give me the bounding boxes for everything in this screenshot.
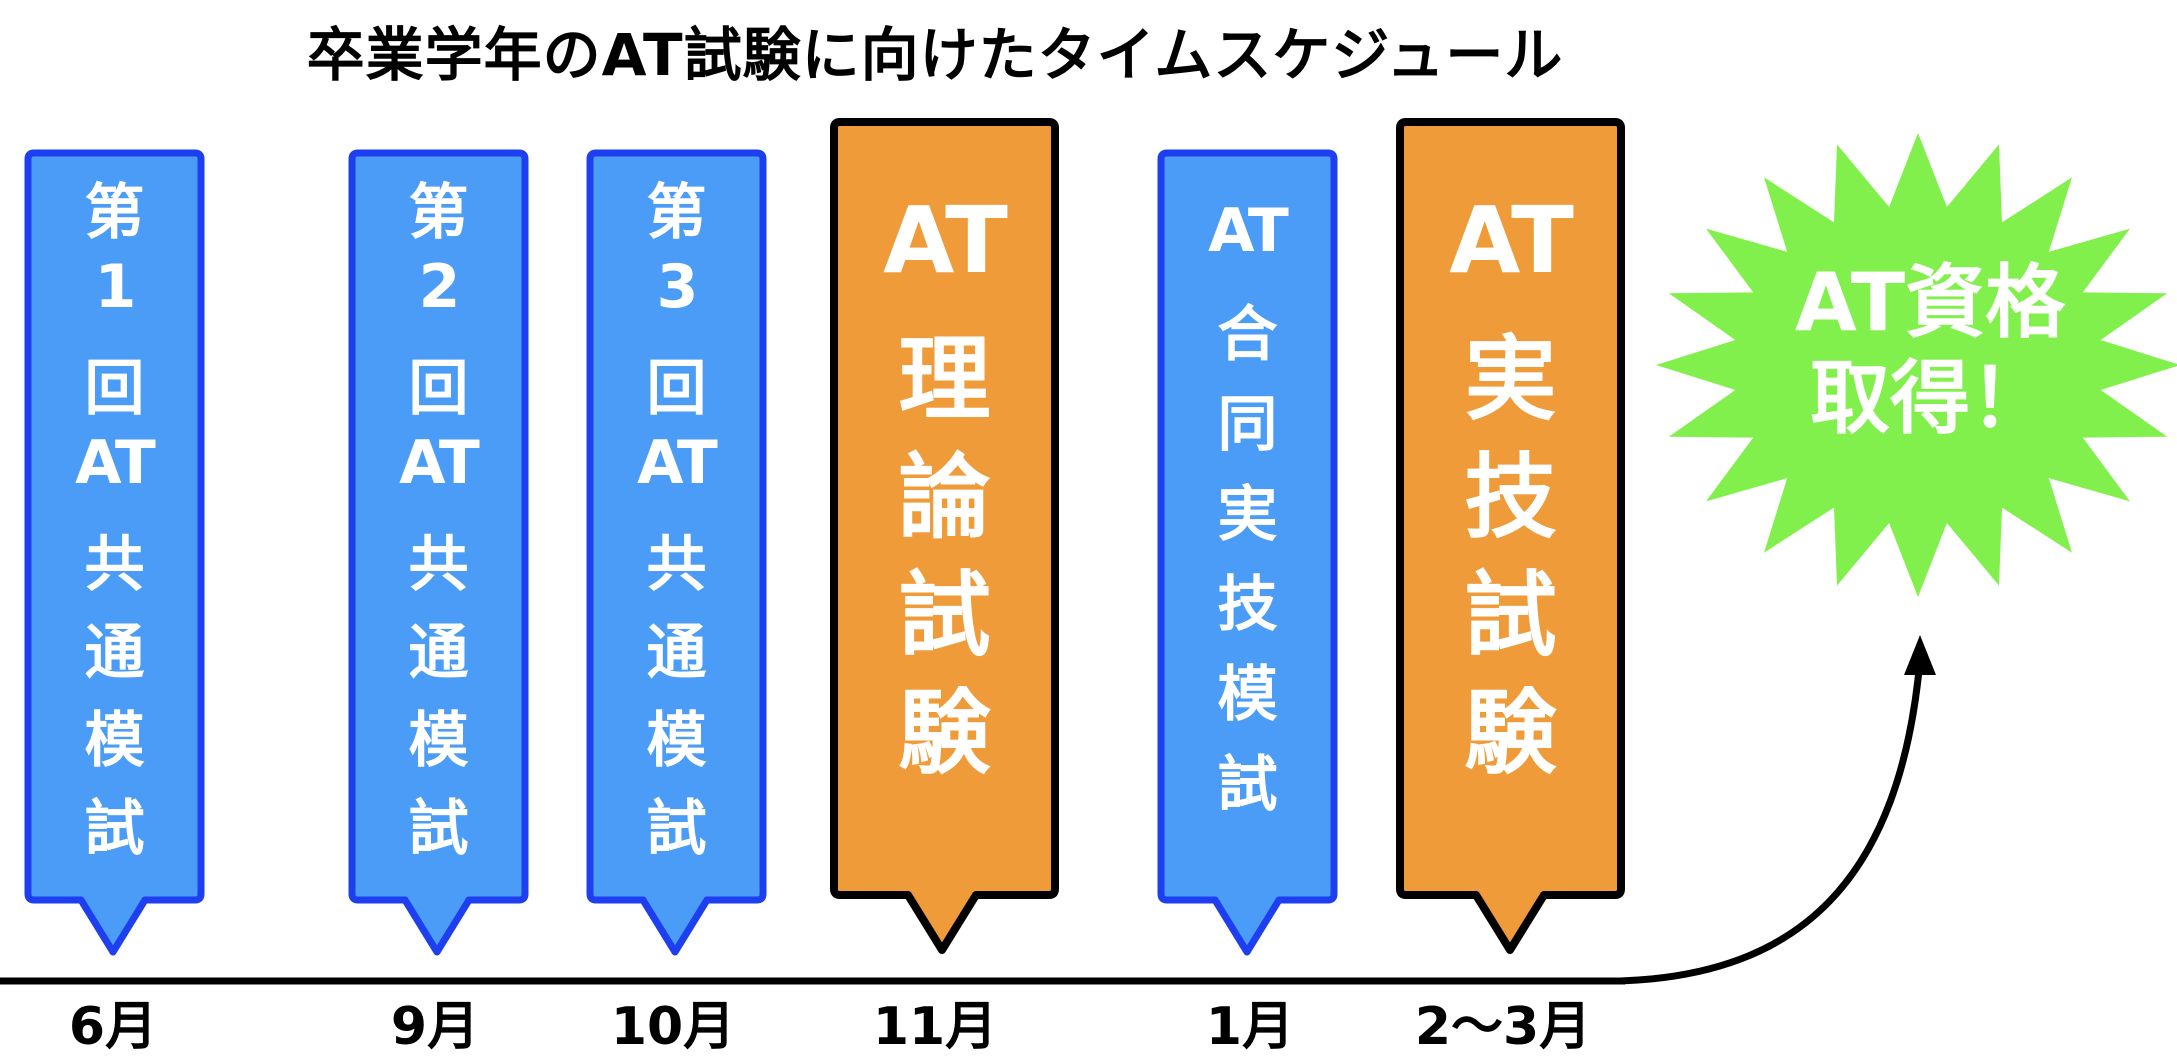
banner-text-line: 試 (408, 794, 469, 864)
banner-text-line: AT (1208, 196, 1289, 266)
banner-shape (24, 149, 205, 956)
diagram-title: 卒業学年のAT試験に向けたタイムスケジュール (306, 21, 1564, 89)
banner-text-line: 試 (898, 562, 991, 669)
banner-text-line: AT (883, 187, 1008, 294)
month-label: 6月 (68, 997, 158, 1057)
banner-text-line: 第 (84, 178, 145, 248)
month-label: 10月 (610, 997, 736, 1057)
banner-text-line: 試 (646, 794, 707, 864)
banner-text-line: 通 (84, 618, 145, 688)
banner-text-line: 1 (94, 252, 137, 322)
banner-text-line: 第 (408, 178, 469, 248)
banner-text-line: 試 (1464, 562, 1557, 669)
banner-text-line: 理 (898, 326, 991, 433)
banner-text-line: 3 (656, 252, 699, 322)
mock-exam-banner: AT 合同実技模試 (1151, 143, 1344, 962)
banner-outline (586, 149, 767, 956)
banner-text-line: AT (75, 428, 156, 498)
exam-banner: AT 実技試験 (1390, 112, 1631, 960)
banner-text-line: 2 (418, 252, 461, 322)
banner-text-line: 模 (1217, 660, 1278, 730)
banner-text-line: 共 (84, 530, 145, 600)
goal-text: AT資格 取得！ (1780, 255, 2080, 447)
banner-text-line: 実 (1217, 480, 1278, 550)
banner-text-line: AT (399, 428, 480, 498)
banner-text-line: 第 (646, 178, 707, 248)
banner-text-line: 技 (1217, 570, 1278, 640)
banner-shape (830, 118, 1059, 954)
month-label: 1月 (1205, 997, 1295, 1057)
banner-text-line: 模 (646, 706, 707, 776)
banner-text-line: 同 (1217, 390, 1278, 460)
banner-text-line: AT (1449, 187, 1574, 294)
banner-text-line: 実 (1464, 326, 1557, 433)
month-label: 9月 (390, 997, 480, 1057)
banner-text-line: 験 (1464, 680, 1557, 787)
banner-text-line: 模 (408, 706, 469, 776)
banner-text-line: 共 (646, 530, 707, 600)
banner-shape (586, 149, 767, 956)
banner-outline (1396, 118, 1625, 954)
banner-outline (348, 149, 529, 956)
exam-banner: AT 理論試験 (824, 112, 1065, 960)
banner-shape (348, 149, 529, 956)
banner-shape (1157, 149, 1338, 956)
banner-text-line: AT (637, 428, 718, 498)
goal-starburst (1656, 133, 2177, 597)
banner-text-line: 合 (1217, 300, 1278, 370)
banner-text-line: 回 (408, 354, 469, 424)
banner-text-line: 技 (1464, 444, 1557, 551)
month-label: 2～3月 (1414, 997, 1592, 1057)
banner-text-line: 通 (646, 618, 707, 688)
banner-text-line: 論 (898, 444, 991, 551)
banner-text-line: 通 (408, 618, 469, 688)
goal-arrow (1619, 659, 1924, 985)
goal-line: AT資格 (1794, 256, 2066, 349)
goal-arrowhead (1904, 635, 1936, 675)
banner-text-line: 回 (84, 354, 145, 424)
banner-text-line: 模 (84, 706, 145, 776)
month-label: 11月 (872, 997, 998, 1057)
banner-text-line: 試 (84, 794, 145, 864)
banner-text-line: 共 (408, 530, 469, 600)
banner-outline (830, 118, 1059, 954)
banner-text-line: 験 (898, 680, 991, 787)
goal-line: 取得！ (1810, 352, 2050, 445)
banner-shape (1396, 118, 1625, 954)
banner-outline (24, 149, 205, 956)
banner-text-line: 回 (646, 354, 707, 424)
banner-outline (1157, 149, 1338, 956)
banner-text-line: 試 (1217, 750, 1278, 820)
